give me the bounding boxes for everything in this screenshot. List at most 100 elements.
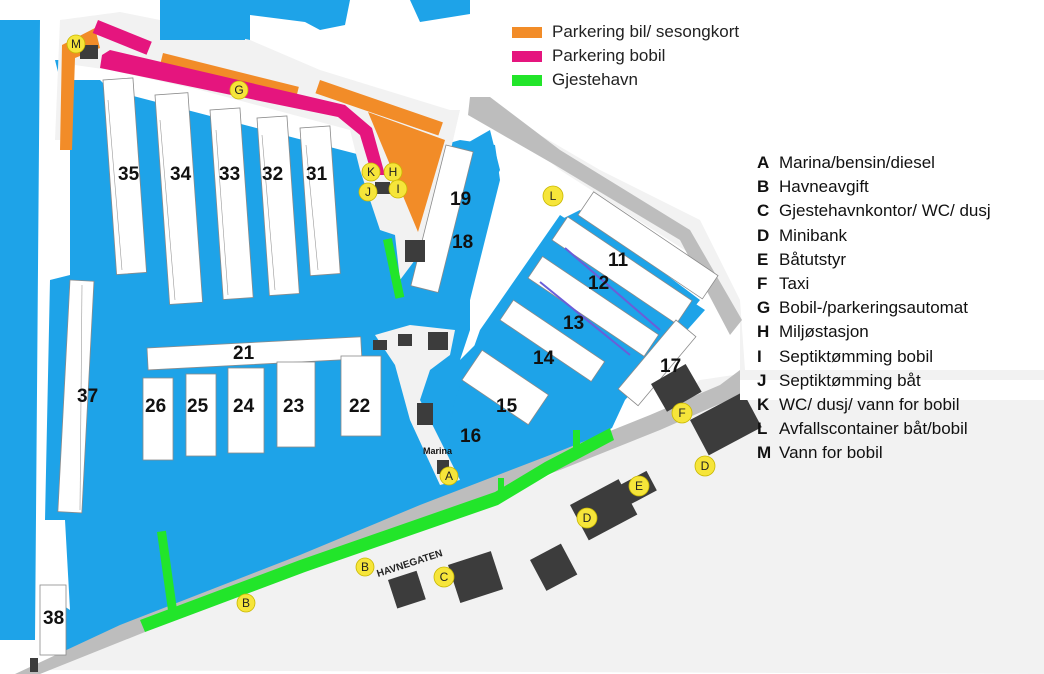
pier-label: 25 bbox=[187, 396, 209, 417]
svg-text:F: F bbox=[678, 406, 685, 420]
pier-label: 12 bbox=[588, 273, 609, 294]
marker-d: D bbox=[576, 507, 598, 529]
markers: M G K H J I L F D E D B C B A bbox=[66, 34, 716, 613]
parking-orange bbox=[368, 112, 445, 232]
pier-label: 21 bbox=[233, 343, 255, 364]
pier-label: 17 bbox=[660, 356, 681, 377]
pier-label: 18 bbox=[452, 232, 473, 253]
legend-label: Gjestehavn bbox=[552, 70, 638, 89]
svg-text:L: L bbox=[550, 189, 557, 203]
pier-13 bbox=[527, 255, 660, 357]
pier-35 bbox=[102, 77, 147, 275]
marker-d: D bbox=[694, 455, 716, 477]
piers-group bbox=[39, 77, 719, 656]
pier-label: 33 bbox=[219, 164, 240, 185]
legend-item-green: Gjestehavn bbox=[512, 68, 739, 92]
pier-label: 14 bbox=[533, 348, 555, 369]
east-land bbox=[40, 100, 1044, 674]
pier-26 bbox=[142, 377, 174, 461]
svg-text:B: B bbox=[361, 560, 369, 574]
pier-14 bbox=[499, 299, 606, 383]
pier-label: 35 bbox=[118, 164, 140, 185]
building bbox=[428, 332, 448, 350]
legend-label: Parkering bobil bbox=[552, 46, 666, 65]
marker-h: H bbox=[383, 162, 403, 182]
pier-label: 26 bbox=[145, 396, 166, 417]
pier-22 bbox=[340, 355, 382, 437]
svg-text:K: K bbox=[367, 165, 375, 179]
pier-label: 13 bbox=[563, 313, 584, 334]
building bbox=[388, 570, 426, 609]
road-south bbox=[15, 370, 740, 674]
building bbox=[417, 403, 433, 425]
marker-b: B bbox=[236, 593, 256, 613]
pier-31 bbox=[299, 125, 341, 277]
pier-label: 22 bbox=[349, 396, 370, 417]
marker-c: C bbox=[433, 566, 455, 588]
marina-label: Marina bbox=[423, 446, 453, 456]
map-legend: Parkering bil/ sesongkort Parkering bobi… bbox=[512, 20, 739, 92]
building bbox=[651, 364, 702, 412]
pier-label: 31 bbox=[306, 164, 328, 185]
building bbox=[30, 658, 38, 672]
parking-orange bbox=[60, 28, 100, 150]
marker-b: B bbox=[355, 557, 375, 577]
pier-label: 24 bbox=[233, 396, 255, 417]
pier-11 bbox=[577, 191, 719, 300]
pier-12 bbox=[551, 216, 693, 325]
building bbox=[405, 240, 425, 262]
marker-i: I bbox=[388, 179, 408, 199]
top-channel bbox=[160, 0, 245, 40]
road-east bbox=[468, 97, 742, 335]
pier-label: 23 bbox=[283, 396, 304, 417]
pier-25 bbox=[185, 373, 217, 457]
building bbox=[690, 391, 762, 456]
pier-label: 19 bbox=[450, 189, 471, 210]
parking-magenta bbox=[100, 50, 385, 175]
parking-orange bbox=[315, 80, 443, 136]
pier-label: 15 bbox=[496, 396, 518, 417]
pier-37 bbox=[57, 279, 95, 514]
pier-label: 11 bbox=[608, 250, 629, 271]
pier-15 bbox=[461, 349, 550, 426]
parking-magenta bbox=[92, 19, 152, 55]
svg-text:B: B bbox=[242, 596, 250, 610]
pier-23 bbox=[276, 361, 316, 448]
guest-harbour bbox=[157, 530, 178, 612]
building bbox=[373, 340, 387, 350]
svg-text:M: M bbox=[71, 37, 81, 51]
svg-text:D: D bbox=[701, 459, 710, 473]
svg-text:E: E bbox=[635, 479, 643, 493]
marker-a: A bbox=[439, 466, 459, 486]
guest-harbour bbox=[573, 430, 580, 448]
pier-label: 38 bbox=[43, 608, 64, 629]
pier-32 bbox=[256, 115, 300, 296]
marker-e: E bbox=[628, 475, 650, 497]
pier-24 bbox=[227, 367, 265, 454]
guest-harbour bbox=[382, 238, 405, 299]
building bbox=[80, 45, 98, 59]
legend-swatch bbox=[512, 74, 542, 86]
pier-ribs bbox=[79, 99, 319, 511]
pier-label: 34 bbox=[170, 164, 192, 185]
pier-33 bbox=[209, 107, 254, 300]
pier-label: 37 bbox=[77, 386, 98, 407]
pier-19-18 bbox=[410, 144, 474, 293]
legend-item-orange: Parkering bil/ sesongkort bbox=[512, 20, 739, 44]
pier-label: 16 bbox=[460, 426, 481, 447]
building bbox=[447, 551, 504, 604]
legend-swatch bbox=[512, 50, 542, 62]
marker-l: L bbox=[542, 185, 564, 207]
